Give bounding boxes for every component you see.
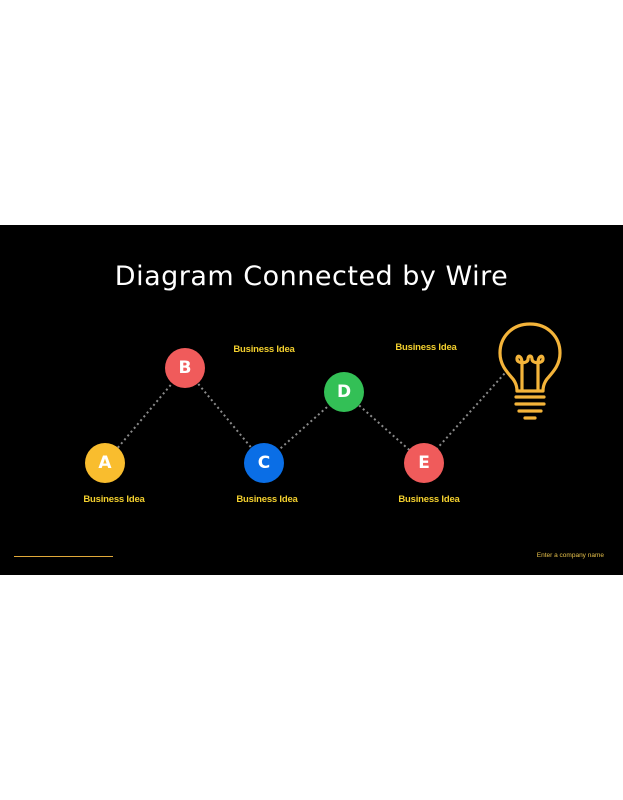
node-c-caption: Business Idea — [236, 494, 298, 505]
lightbulb-icon — [498, 322, 562, 420]
slide-title: Diagram Connected by Wire — [114, 261, 509, 292]
node-e-caption: Business Idea — [398, 494, 460, 505]
node-a-caption: Business Idea — [83, 494, 145, 505]
node-b-letter: B — [178, 358, 192, 378]
node-e-letter: E — [418, 453, 430, 473]
node-e: E — [404, 443, 444, 483]
node-c: C — [244, 443, 284, 483]
node-b-caption: Business Idea — [233, 344, 295, 355]
node-d-letter: D — [336, 382, 352, 402]
node-c-letter: C — [257, 453, 271, 473]
node-a-letter: A — [98, 453, 112, 473]
footer-line — [14, 556, 113, 557]
node-d-caption: Business Idea — [395, 342, 457, 353]
node-a: A — [85, 443, 125, 483]
node-b: B — [165, 348, 205, 388]
node-d: D — [324, 372, 364, 412]
footer-company-name: Enter a company name — [536, 552, 604, 559]
slide: Diagram Connected by Wire A Business Ide… — [0, 225, 623, 575]
